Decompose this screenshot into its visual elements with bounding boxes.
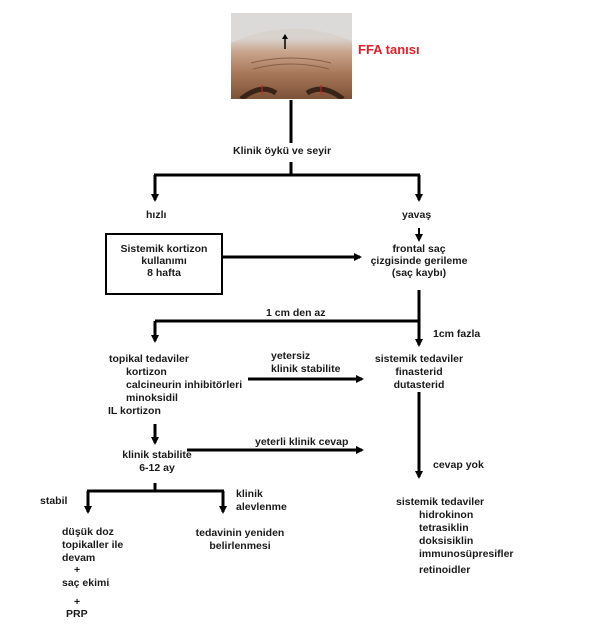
low-dose-line-7: PRP <box>66 608 88 620</box>
topical-line-5: IL kortizon <box>108 405 161 417</box>
low-dose-line-4: + <box>74 564 81 576</box>
topical-line-1: topikal tedaviler <box>109 353 189 365</box>
less-than-1cm-label: 1 cm den az <box>266 307 326 319</box>
stable-label: stabil <box>40 495 68 507</box>
diagnosis-title: FFA tanısı <box>358 42 420 57</box>
systemic2-line-2: hidrokinon <box>419 509 474 521</box>
low-dose-line-5: saç ekimi <box>62 577 110 589</box>
box-line-1: Sistemik kortizon <box>120 243 208 255</box>
stability-line-2: 6-12 ay <box>139 462 175 474</box>
systemic2-line-5: immunosüpresifler <box>419 548 514 560</box>
flare-line-2: alevlenme <box>236 501 287 513</box>
systemic1-line-2: finasterid <box>395 366 443 378</box>
slow-course-label: yavaş <box>402 209 432 221</box>
patient-forehead-photo <box>231 13 352 99</box>
flare-line-1: klinik <box>236 488 263 500</box>
low-dose-line-1: düşük doz <box>62 526 114 538</box>
frontal-line-3: (saç kaybı) <box>391 267 447 279</box>
low-dose-line-3: devam <box>62 552 96 564</box>
more-than-1cm-label: 1cm fazla <box>433 328 481 340</box>
box-line-2: kullanımı <box>141 255 187 267</box>
systemic1-line-1: sistemik tedaviler <box>374 353 464 365</box>
low-dose-line-2: topikaller ile <box>62 539 124 551</box>
fast-course-label: hızlı <box>146 209 167 221</box>
redefine-line-1: tedavinin yeniden <box>195 527 285 539</box>
insufficient-line-1: yetersiz <box>271 350 311 362</box>
no-response-label: cevap yok <box>433 459 484 471</box>
systemic-cortisone-box <box>105 233 223 295</box>
frontal-line-2: çizgisinde gerileme <box>370 255 468 267</box>
topical-line-4: minoksidil <box>126 392 178 404</box>
topical-line-2: kortizon <box>126 366 167 378</box>
redefine-line-2: belirlenmesi <box>209 540 271 552</box>
insufficient-line-2: klinik stabilite <box>271 363 341 375</box>
sufficient-response-label: yeterli klinik cevap <box>255 436 349 448</box>
clinical-history-label: Klinik öykü ve seyir <box>233 145 332 157</box>
box-line-3: 8 hafta <box>147 267 181 279</box>
systemic2-line-4: doksisiklin <box>419 535 474 547</box>
low-dose-line-6: + <box>74 596 81 608</box>
topical-line-3: calcineurin inhibitörleri <box>126 379 243 391</box>
frontal-line-1: frontal saç <box>392 243 446 255</box>
systemic1-line-3: dutasterid <box>393 379 445 391</box>
stability-line-1: klinik stabilite <box>122 449 192 461</box>
systemic2-line-3: tetrasiklin <box>419 522 469 534</box>
systemic2-line-6: retinoidler <box>419 564 471 576</box>
systemic2-line-1: sistemik tedaviler <box>396 496 485 508</box>
